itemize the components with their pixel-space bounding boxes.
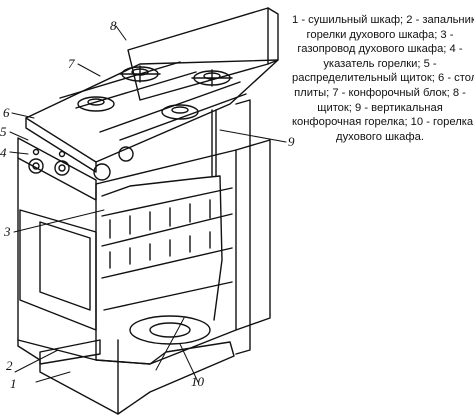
legend-line: плиты; 7 - конфорочный блок; 8 - [294, 86, 466, 99]
legend-line: щиток; 9 - вертикальная [317, 101, 443, 114]
callout-3: 3 [3, 224, 11, 239]
callout-2: 2 [6, 358, 13, 373]
legend-line: газопровод духового шкафа; 4 - [297, 43, 463, 56]
callout-6: 6 [3, 105, 10, 120]
callout-leaders [9, 25, 287, 383]
legend-line: указатель горелки; 5 - [323, 57, 437, 70]
oven-racks [101, 187, 233, 311]
legend-line: 1 - сушильный шкаф; 2 - запальник [292, 14, 474, 26]
gas-pipe [101, 175, 223, 321]
callout-4: 4 [0, 145, 7, 160]
callout-1: 1 [10, 376, 17, 391]
drying-cabinet [17, 339, 235, 415]
legend-line: распределительный щиток; 6 - стол [292, 72, 474, 85]
stove-body [17, 157, 119, 415]
callout-7: 7 [68, 56, 75, 71]
callout-5: 5 [0, 124, 7, 139]
grates [59, 61, 247, 141]
legend-caption: 1 - сушильный шкаф; 2 - запальник горелк… [292, 13, 474, 144]
callout-8: 8 [110, 18, 117, 33]
legend-line: горелки духового шкафа; 3 - [306, 28, 454, 41]
callout-9: 9 [288, 134, 295, 149]
callout-10: 10 [191, 374, 205, 389]
oven-window [39, 221, 91, 311]
cooktop [25, 59, 279, 163]
oven-burner [129, 315, 211, 345]
legend-line: конфорочная горелка; 10 - горелка [292, 116, 474, 129]
legend-line: духового шкафа. [336, 130, 424, 143]
